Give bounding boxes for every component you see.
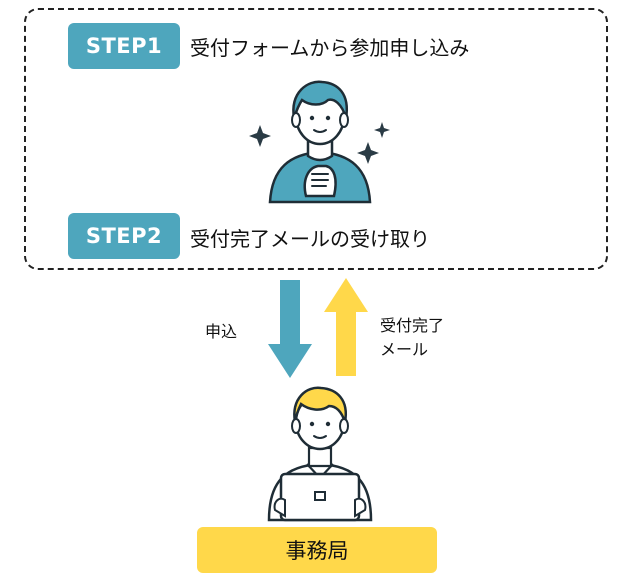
step1-text: 受付フォームから参加申し込み [190, 36, 470, 60]
participant-steps-box [24, 8, 608, 270]
step2-text: 受付完了メールの受け取り [190, 227, 430, 251]
down-arrow-icon [268, 280, 312, 378]
sparkle-right-bottom-icon [357, 142, 379, 164]
sparkle-right-top-icon [374, 122, 390, 138]
step2-badge: STEP2 [68, 213, 180, 259]
office-label-box: 事務局 [197, 527, 437, 573]
up-arrow-label: 受付完了 メール [380, 316, 445, 359]
office-worker-illustration [267, 386, 373, 522]
down-arrow-label: 申込 [205, 322, 238, 341]
step1-badge: STEP1 [68, 23, 180, 69]
participant-illustration [249, 80, 390, 204]
sparkle-left-icon [249, 125, 271, 147]
laptop-icon [279, 472, 361, 522]
up-arrow-icon [324, 278, 368, 376]
office-label: 事務局 [285, 539, 349, 563]
